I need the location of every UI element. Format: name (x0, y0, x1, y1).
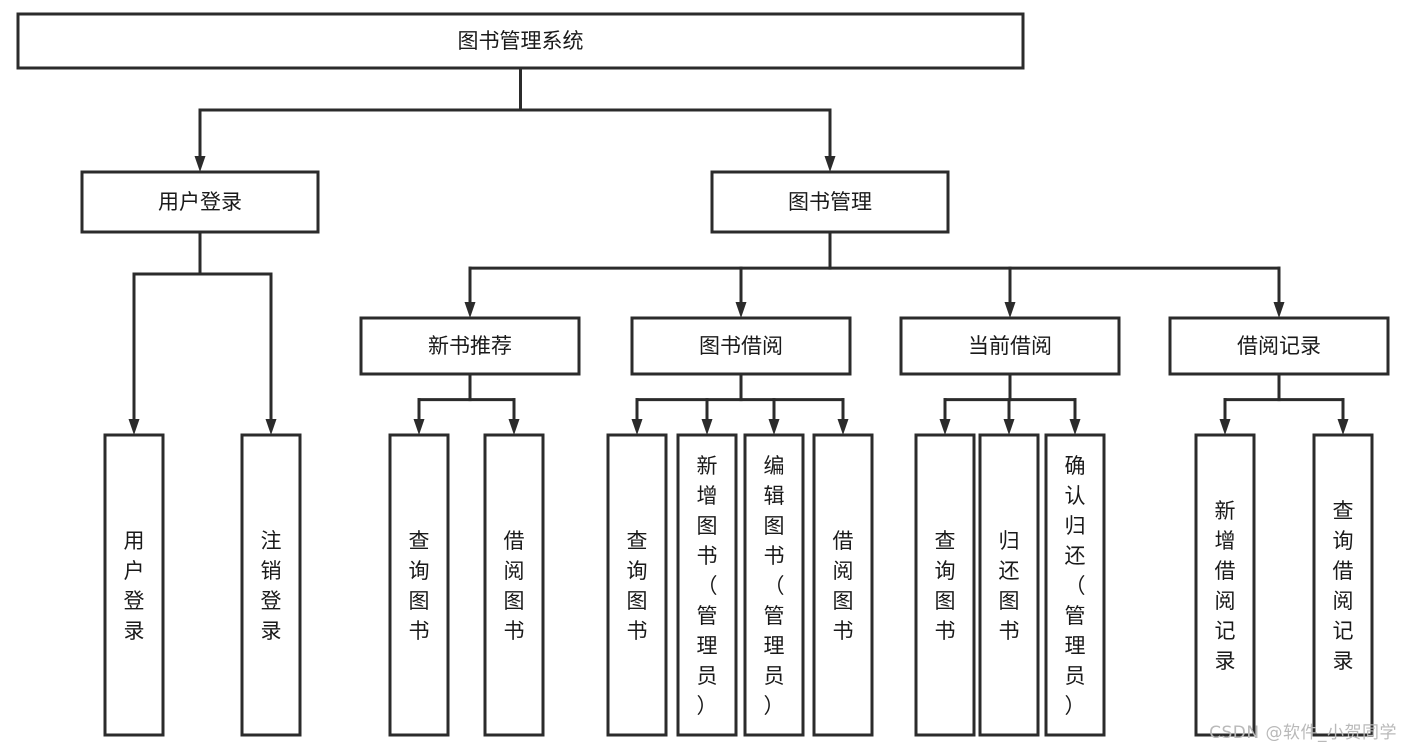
node-label: 查询图书 (935, 529, 956, 643)
node-box (978, 433, 1040, 737)
node-box (16, 12, 1025, 70)
edge-group-root (194, 66, 836, 172)
node-box (1044, 433, 1106, 737)
node-l3-record[interactable]: 借阅记录 (1168, 316, 1390, 376)
nodes-layer: 图书管理系统用户登录图书管理新书推荐图书借阅当前借阅借阅记录用户登录注销登录查询… (16, 12, 1390, 737)
node-leaf-user-logout[interactable]: 注销登录 (240, 433, 302, 737)
node-leaf-borrow-book-1[interactable]: 借阅图书 (483, 433, 545, 737)
node-leaf-add-book[interactable]: 新增图书（管理员） (676, 433, 738, 737)
node-label: 借阅图书 (833, 529, 854, 643)
node-leaf-query-record[interactable]: 查询借阅记录 (1312, 433, 1374, 737)
edge-group-l2_book_mgmt (464, 230, 1285, 318)
node-box (899, 316, 1121, 376)
node-l3-new-book[interactable]: 新书推荐 (359, 316, 581, 376)
edges-layer (128, 66, 1349, 435)
node-box (812, 433, 874, 737)
node-box (1194, 433, 1256, 737)
node-label: 确认归还（管理员） (1065, 454, 1086, 718)
node-box (914, 433, 976, 737)
node-root[interactable]: 图书管理系统 (16, 12, 1025, 70)
node-box (359, 316, 581, 376)
node-label: 新增借阅记录 (1215, 499, 1236, 673)
node-box (483, 433, 545, 737)
node-leaf-edit-book[interactable]: 编辑图书（管理员） (743, 433, 805, 737)
node-leaf-user-login[interactable]: 用户登录 (103, 433, 165, 737)
node-leaf-query-book-2[interactable]: 查询图书 (606, 433, 668, 737)
node-l3-current[interactable]: 当前借阅 (899, 316, 1121, 376)
node-box (80, 170, 320, 234)
edge-group-l3_record (1219, 372, 1349, 435)
node-label: 图书管理系统 (458, 29, 584, 53)
node-l3-borrow[interactable]: 图书借阅 (630, 316, 852, 376)
node-label: 查询图书 (409, 529, 430, 643)
node-label: 查询借阅记录 (1333, 499, 1354, 673)
node-leaf-borrow-book-2[interactable]: 借阅图书 (812, 433, 874, 737)
node-label: 借阅图书 (504, 529, 525, 643)
node-box (1312, 433, 1374, 737)
node-label: 图书借阅 (699, 334, 783, 358)
edge-group-l3_new_book (413, 372, 520, 435)
node-box (1168, 316, 1390, 376)
node-leaf-confirm-return[interactable]: 确认归还（管理员） (1044, 433, 1106, 737)
node-box (388, 433, 450, 737)
node-leaf-return-book[interactable]: 归还图书 (978, 433, 1040, 737)
node-label: 新书推荐 (428, 334, 512, 358)
node-box (103, 433, 165, 737)
node-box (606, 433, 668, 737)
node-label: 借阅记录 (1237, 334, 1321, 358)
node-box (240, 433, 302, 737)
node-l2-user-login[interactable]: 用户登录 (80, 170, 320, 234)
edge-group-l3_current (939, 372, 1081, 435)
node-box (743, 433, 805, 737)
csdn-watermark: CSDN @软件_小贺同学 (1209, 723, 1397, 743)
node-label: 用户登录 (124, 529, 145, 643)
node-l2-book-mgmt[interactable]: 图书管理 (710, 170, 950, 234)
edge-group-l2_user_login (128, 230, 277, 435)
node-label: 查询图书 (627, 529, 648, 643)
node-label: 注销登录 (261, 529, 282, 643)
node-label: 用户登录 (158, 190, 242, 214)
node-label: 归还图书 (999, 529, 1020, 643)
node-leaf-query-book-1[interactable]: 查询图书 (388, 433, 450, 737)
node-box (710, 170, 950, 234)
node-box (676, 433, 738, 737)
node-leaf-query-book-3[interactable]: 查询图书 (914, 433, 976, 737)
node-leaf-add-record[interactable]: 新增借阅记录 (1194, 433, 1256, 737)
node-box (630, 316, 852, 376)
node-label: 图书管理 (788, 190, 872, 214)
edge-group-l3_borrow (631, 372, 849, 435)
node-label: 编辑图书（管理员） (764, 454, 785, 718)
node-label: 新增图书（管理员） (697, 454, 718, 718)
node-label: 当前借阅 (968, 334, 1052, 358)
